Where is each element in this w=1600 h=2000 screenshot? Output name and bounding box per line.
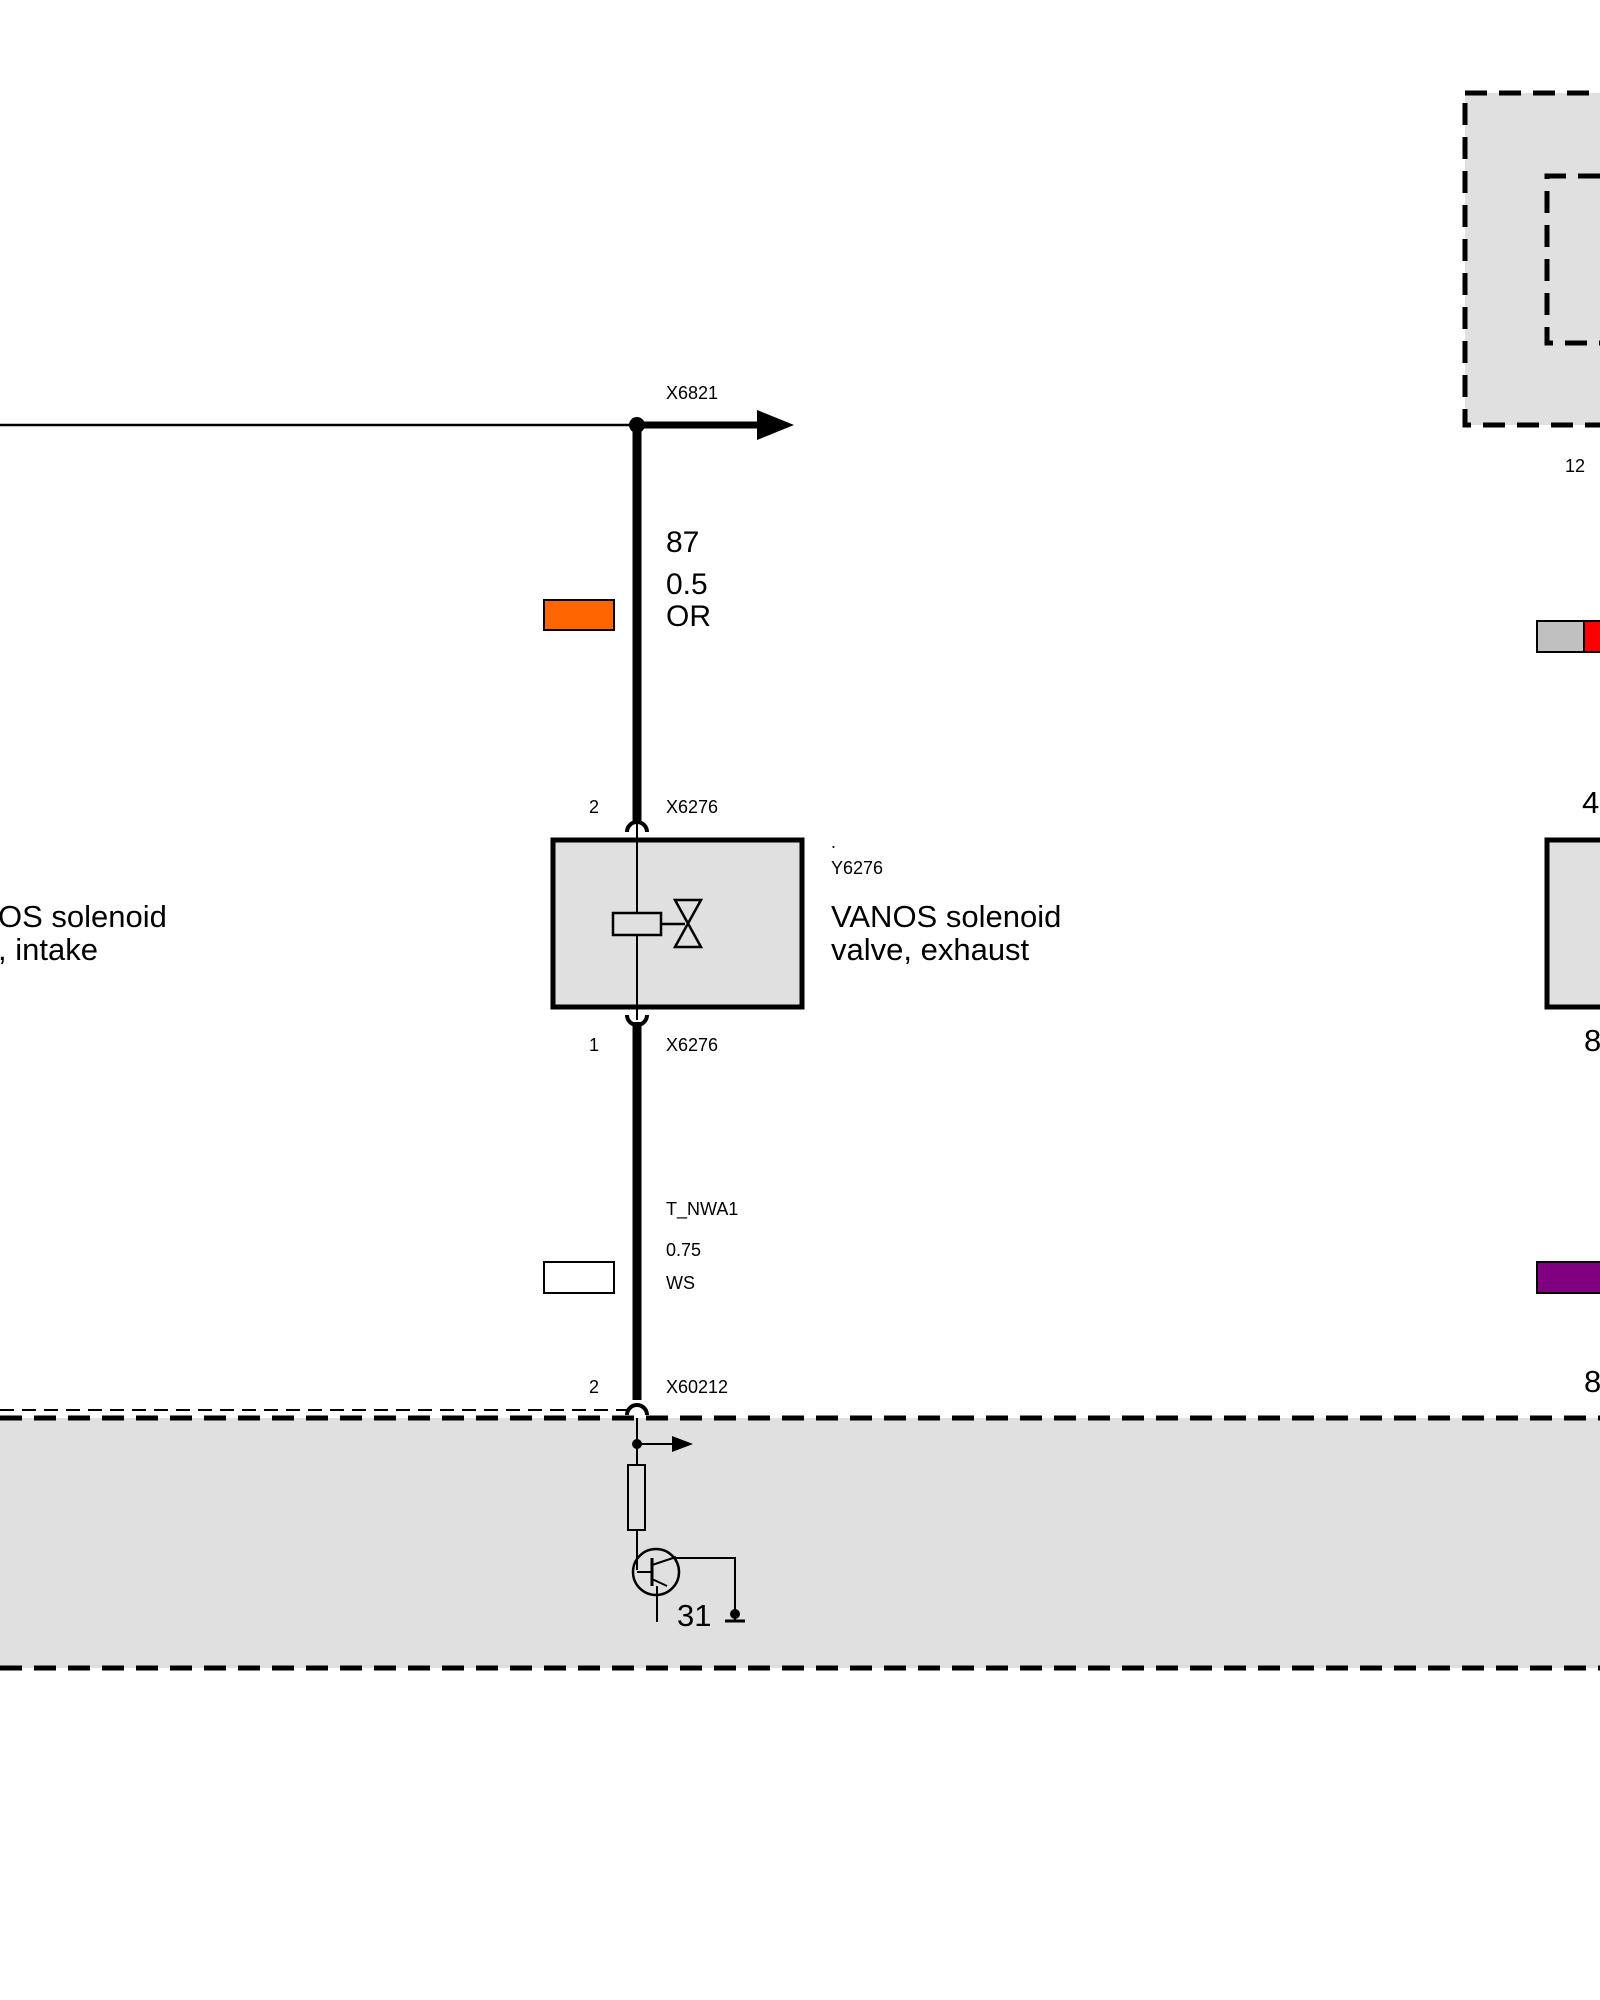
ground-terminal-label: 31 <box>677 1598 711 1633</box>
wire-color-swatch-orange <box>543 599 615 631</box>
connector-x60212: X60212 <box>666 1377 728 1397</box>
arrow-small-right-icon <box>637 1436 693 1452</box>
module-top-right <box>1462 90 1600 428</box>
arrow-right-icon <box>637 410 794 440</box>
wire-bottom-color-code: WS <box>666 1273 695 1293</box>
pin-right-bottom: 8 <box>1584 1364 1600 1399</box>
wire-color-swatch-white <box>543 1261 615 1294</box>
component-id: Y6276 <box>831 858 883 878</box>
wire-bottom-cross-section: 0.75 <box>666 1240 701 1260</box>
connector-x6821: X6821 <box>666 383 718 403</box>
component-dot: . <box>831 832 836 852</box>
wire-color-swatch-purple <box>1536 1261 1600 1294</box>
plug-top-icon <box>625 820 649 833</box>
component-name-line2: valve, exhaust <box>831 932 1030 967</box>
ecu-driver-circuit <box>627 1418 745 1623</box>
intake-label-line1: OS solenoid <box>0 899 167 934</box>
pin-right-lower: 8 <box>1584 1023 1600 1058</box>
component-right-partial <box>1544 837 1600 1010</box>
connector-x6276-bottom: X6276 <box>666 1035 718 1055</box>
pin-bottom: 1 <box>589 1035 599 1055</box>
pin-right-top: 12 <box>1565 456 1585 476</box>
pin-ecu: 2 <box>589 1377 599 1397</box>
wire-color-swatch-red <box>1583 620 1600 653</box>
wire-top-color-code: OR <box>666 600 711 633</box>
pin-right-mid: 4 <box>1582 785 1599 820</box>
pin-top: 2 <box>589 797 599 817</box>
intake-label-line2: , intake <box>0 932 98 967</box>
component-name-line1: VANOS solenoid <box>831 899 1061 934</box>
resistor-icon <box>627 1464 646 1531</box>
wire-color-swatch-grey <box>1536 620 1585 653</box>
wire-top-circuit: 87 <box>666 526 699 559</box>
wire-bottom-circuit: T_NWA1 <box>666 1199 738 1220</box>
control-unit-module <box>0 1409 1600 1671</box>
wire-top-cross-section: 0.5 <box>666 568 708 601</box>
plug-ecu-icon <box>625 1403 649 1416</box>
connector-x6276-top: X6276 <box>666 797 718 817</box>
solenoid-valve-icon <box>611 898 704 949</box>
